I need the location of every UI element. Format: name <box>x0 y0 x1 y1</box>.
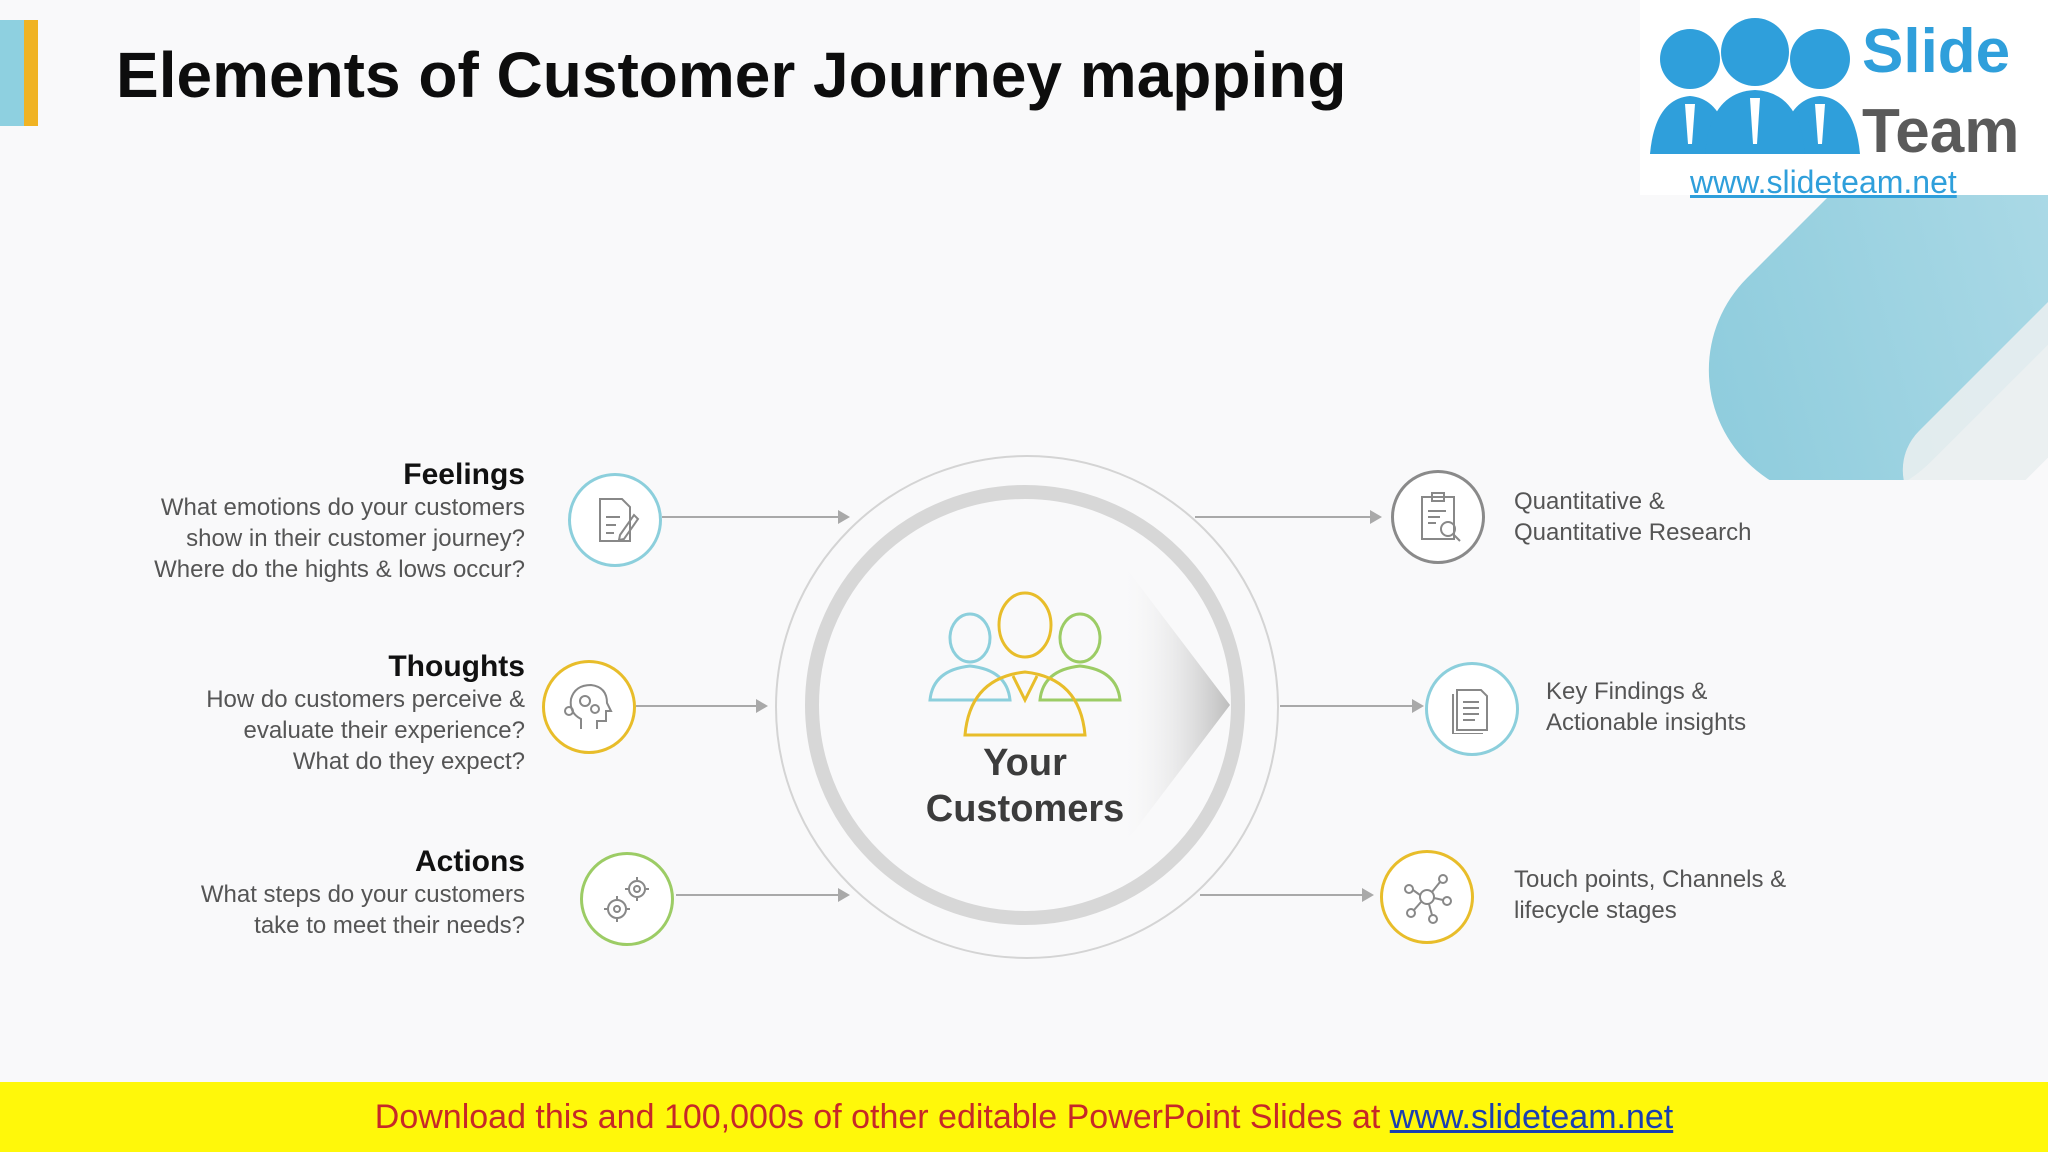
arrow-feelings <box>662 510 850 524</box>
slideteam-logo <box>1640 0 2048 195</box>
arrow-thoughts <box>636 699 768 713</box>
document-icon <box>1425 662 1519 756</box>
left-item-thoughts: Thoughts How do customers perceive & eva… <box>206 650 525 777</box>
logo-url-link[interactable]: www.slideteam.net <box>1690 164 1957 200</box>
center-label-line2: Customers <box>925 788 1125 830</box>
footer-text: Download this and 100,000s of other edit… <box>374 1098 1390 1136</box>
item-desc-line: evaluate their experience? <box>243 717 525 744</box>
item-desc-line: Quantitative & <box>1514 488 1665 515</box>
head-gears-icon <box>542 660 636 754</box>
right-item-findings: Key Findings & Actionable insights <box>1546 676 1746 738</box>
right-item-research: Quantitative & Quantitative Research <box>1514 486 1751 548</box>
logo-word-slide: Slide <box>1862 17 2011 86</box>
item-desc-line: Touch points, Channels & <box>1514 866 1787 893</box>
item-heading: Thoughts <box>388 650 525 683</box>
item-desc-line: lifecycle stages <box>1514 897 1677 924</box>
item-desc-line: Quantitative Research <box>1514 519 1752 546</box>
item-desc-line: What emotions do your customers <box>160 494 525 521</box>
left-item-feelings: Feelings What emotions do your customers… <box>154 458 525 585</box>
logo-people-icon <box>1650 18 1860 154</box>
item-desc-line: Actionable insights <box>1546 709 1747 736</box>
download-banner: Download this and 100,000s of other edit… <box>0 1082 2048 1152</box>
item-desc-line: How do customers perceive & <box>206 686 525 713</box>
right-item-touchpoints: Touch points, Channels & lifecycle stage… <box>1514 864 1786 926</box>
logo-word-team: Team <box>1862 97 2020 166</box>
item-desc-line: What do they expect? <box>292 748 525 775</box>
slide-title: Elements of Customer Journey mapping <box>116 39 1347 111</box>
center-label: Your Customers <box>880 740 1170 832</box>
center-chevron-arrow <box>1120 560 1230 850</box>
item-desc-line: show in their customer journey? <box>186 525 525 552</box>
item-desc-line: Key Findings & <box>1546 678 1708 705</box>
item-heading: Feelings <box>403 458 525 491</box>
arrow-touchpoints <box>1200 888 1374 902</box>
item-desc-line: What steps do your customers <box>200 881 525 908</box>
center-label-line1: Your <box>983 742 1067 784</box>
footer-link[interactable]: www.slideteam.net <box>1389 1098 1674 1136</box>
document-pen-icon <box>568 473 662 567</box>
network-icon <box>1380 850 1474 944</box>
item-desc-line: take to meet their needs? <box>254 912 525 939</box>
item-heading: Actions <box>414 845 525 878</box>
gears-icon <box>580 852 674 946</box>
title-accent-bar <box>0 20 38 126</box>
left-item-actions: Actions What steps do your customers tak… <box>201 845 525 941</box>
clipboard-search-icon <box>1391 470 1485 564</box>
arrow-research <box>1195 510 1382 524</box>
customers-group-icon <box>928 591 1122 737</box>
item-desc-line: Where do the hights & lows occur? <box>154 556 525 583</box>
arrow-actions <box>676 888 850 902</box>
arrow-findings <box>1280 699 1424 713</box>
